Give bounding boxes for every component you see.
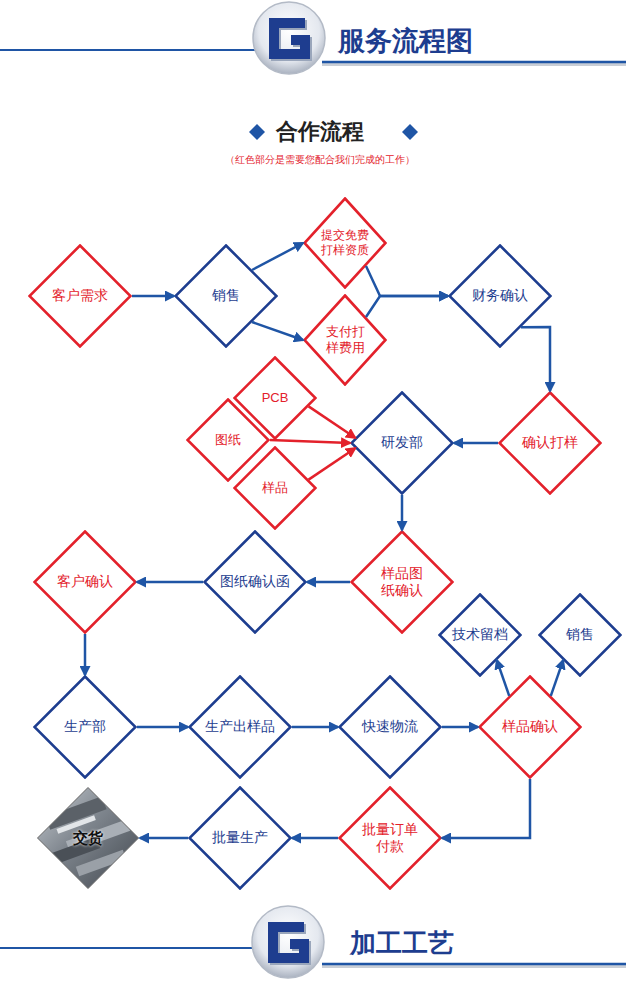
node-label: 样品确认	[495, 718, 565, 736]
flow-arrow	[140, 837, 188, 840]
header-rule	[0, 49, 256, 51]
company-logo	[253, 2, 325, 74]
node-label: 图纸确认函	[215, 573, 295, 591]
decision-diamond: 研发部	[350, 391, 454, 495]
flow-arrow	[497, 660, 509, 696]
node-label: 提交免费打样资质	[320, 228, 370, 258]
decision-diamond: 批量生产	[188, 786, 292, 890]
company-logo	[252, 906, 324, 978]
flow-arrow	[309, 448, 356, 479]
decision-diamond: 客户需求	[28, 244, 132, 348]
title-marker	[249, 124, 265, 140]
flow-arrow	[137, 726, 188, 729]
decision-diamond: 交货	[36, 786, 140, 890]
node-label: 支付打样费用	[324, 324, 366, 357]
flow-arrow	[366, 266, 448, 296]
flow-arrow	[270, 440, 350, 443]
decision-diamond: 图纸	[186, 398, 270, 482]
node-label: 批量订单付款	[360, 821, 420, 856]
node-label: 销售	[549, 626, 611, 644]
decision-diamond: 技术留档	[438, 593, 522, 677]
node-label: 批量生产	[205, 829, 275, 847]
header-rule-shadow	[322, 964, 626, 968]
flow-arrow	[309, 406, 356, 437]
decision-diamond: 客户确认	[33, 530, 137, 634]
decision-diamond: 销售	[538, 593, 622, 677]
node-label: PCB	[250, 390, 300, 406]
flow-arrow	[454, 442, 498, 445]
header-rule	[322, 61, 626, 64]
node-label: 样品	[250, 480, 300, 496]
flow-arrow	[551, 660, 563, 696]
decision-diamond: PCB	[233, 356, 317, 440]
node-label: 技术留档	[449, 626, 511, 644]
section-heading: 加工工艺	[350, 926, 570, 961]
decision-diamond: 快速物流	[338, 675, 442, 779]
node-label: 生产出样品	[200, 718, 280, 736]
node-label: 客户确认	[50, 573, 120, 591]
decision-diamond: 批量订单付款	[338, 786, 442, 890]
flow-arrow	[292, 837, 338, 840]
flow-arrow	[132, 295, 174, 298]
flow-arrow	[442, 779, 530, 838]
flow-arrow	[252, 322, 303, 340]
node-label: 图纸	[203, 432, 253, 448]
decision-diamond: 样品图纸确认	[350, 530, 454, 634]
decision-diamond: 支付打样费用	[303, 294, 387, 386]
decision-diamond: 财务确认	[448, 244, 552, 348]
flow-title: 合作流程	[0, 117, 640, 147]
decision-diamond: 提交免费打样资质	[303, 197, 387, 289]
decision-diamond: 销售	[174, 244, 278, 348]
decision-diamond: 样品	[233, 446, 317, 530]
flow-arrow	[366, 296, 448, 317]
header-rule	[0, 947, 254, 949]
section-heading: 服务流程图	[338, 23, 558, 59]
decision-diamond: 确认打样	[498, 391, 602, 495]
node-label: 财务确认	[465, 287, 535, 305]
node-label: 交货	[53, 829, 123, 848]
flow-arrow	[137, 581, 203, 584]
note-text: （红色部分是需要您配合我们完成的工作）	[0, 153, 640, 167]
title-marker	[402, 124, 418, 140]
node-label: 快速物流	[355, 718, 425, 736]
flow-arrow	[292, 726, 338, 729]
node-label: 确认打样	[515, 434, 585, 452]
flow-arrow	[521, 327, 550, 391]
decision-diamond: 生产部	[33, 675, 137, 779]
flow-arrow	[307, 581, 350, 584]
node-label: 生产部	[50, 718, 120, 736]
node-label: 销售	[191, 287, 261, 305]
node-label: 客户需求	[45, 287, 115, 305]
decision-diamond: 图纸确认函	[203, 530, 307, 634]
node-label: 研发部	[367, 434, 437, 452]
flow-arrow	[252, 243, 303, 270]
flow-arrow	[442, 726, 478, 729]
header-rule-shadow	[322, 62, 626, 66]
decision-diamond: 生产出样品	[188, 675, 292, 779]
flow-arrow	[84, 634, 87, 675]
decision-diamond: 样品确认	[478, 675, 582, 779]
flow-arrow	[401, 495, 404, 530]
node-label: 样品图纸确认	[380, 565, 425, 600]
header-rule	[322, 963, 626, 966]
